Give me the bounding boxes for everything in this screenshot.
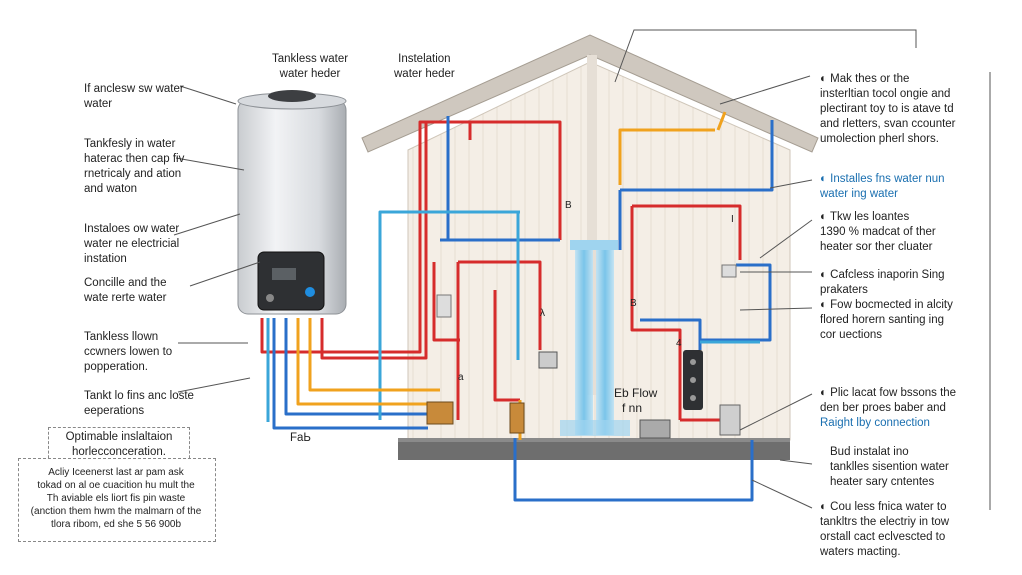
flow-column-left <box>575 245 593 435</box>
right-bullet: ◐ Mak thes or the <box>820 73 910 85</box>
lightblue-pipe-20 <box>378 210 520 420</box>
valve-box-1 <box>436 294 452 318</box>
right-label-2: ◐ Installes fns water nun water ing wate… <box>820 173 945 200</box>
blue-pipe-10 <box>272 318 428 430</box>
red-pipe-7 <box>632 204 742 260</box>
label-installation-heater: Instelation water heder <box>394 53 455 80</box>
leader-line-1 <box>175 157 245 171</box>
flow-base <box>560 420 630 436</box>
red-pipe-6 <box>493 290 520 402</box>
house-foundation <box>398 438 790 460</box>
leader-line-12 <box>779 459 813 465</box>
pump-unit <box>639 419 671 439</box>
blue-pipe-17 <box>640 318 702 350</box>
leader-line-10 <box>739 307 813 311</box>
junction-box <box>719 404 741 436</box>
red-pipe-0 <box>260 120 472 354</box>
right-label-7: Bud instalat ino tanklles sisention wate… <box>830 446 949 488</box>
right-label-6: ◐ Plic lacat fow bssons the den ber proe… <box>820 387 957 429</box>
meter-dot-1 <box>690 359 696 365</box>
heater-cap <box>268 90 316 102</box>
fab-label: FaЬ <box>290 432 311 444</box>
heater-knob-2 <box>266 294 274 302</box>
optimal-insulation-title-box <box>48 427 190 463</box>
leader-line-0 <box>179 85 237 105</box>
red-pipe-3 <box>432 262 460 342</box>
left-label-2: Tankfesly in water haterac then cap fiv … <box>84 138 185 195</box>
optimal-insulation-text: Acliy Iceenerst last ar pam ask tokad on… <box>30 467 202 530</box>
heater-knob <box>305 287 315 297</box>
pipe-label-b2: B <box>630 298 637 309</box>
fixtures <box>426 264 741 439</box>
flow-column-right <box>596 245 614 435</box>
leader-line-8 <box>759 219 813 259</box>
leader-line-7 <box>769 179 813 189</box>
water-flow-column <box>560 240 630 436</box>
blue-pipe-18 <box>513 438 754 502</box>
right-label-1: ◐ Mak thes or the insterltian tocol ongi… <box>820 73 956 145</box>
left-label-4: Concille and the wate rerte water <box>84 277 167 304</box>
leader-line-5 <box>177 377 251 393</box>
pipe-label-i: I <box>731 214 734 225</box>
tankless-water-heater <box>237 90 347 315</box>
leader-lines <box>173 29 991 510</box>
leader-line-14 <box>614 29 917 83</box>
orange-pipe-23 <box>296 318 440 406</box>
optimal-insulation-text-box <box>18 458 216 542</box>
red-pipe-1 <box>320 122 428 360</box>
red-pipe-8 <box>630 206 682 420</box>
orange-pipe-25 <box>618 128 715 185</box>
house-foundation-top <box>398 438 790 442</box>
heater-display <box>272 268 296 280</box>
left-label-5: Tankless llown ccwners lowen to popperat… <box>84 331 173 373</box>
leader-line-11 <box>739 393 813 431</box>
blue-pipe-11 <box>284 318 428 416</box>
right-label-5: ◐ Fow bocmected in alcity flored horern … <box>820 299 953 341</box>
right-label-8: ◐ Cou less fnica water to tankltrs the e… <box>820 501 950 558</box>
optimal-insulation-title: Optimable inslaltaion horlecconceration. <box>65 431 173 458</box>
mixer-unit <box>426 401 454 425</box>
left-label-6: Tankt lo fins anc loste eeperations <box>84 390 194 417</box>
meter-dot-3 <box>690 395 696 401</box>
orange-pipe-27 <box>716 111 727 131</box>
pipe-label-a: a <box>458 372 464 383</box>
pipe-label-b: B <box>565 200 572 211</box>
orange-pipe-24 <box>308 318 440 392</box>
leader-line-3 <box>189 261 261 287</box>
roof-chimney-divider <box>587 55 597 395</box>
left-label-1: If anclesw sw water water <box>84 83 184 110</box>
blue-pipe-14 <box>620 120 774 192</box>
flow-label: Eb Flow f nn <box>614 386 658 415</box>
leader-line-2 <box>173 213 241 236</box>
valve-box-2 <box>538 351 558 369</box>
flow-column-cap <box>570 240 618 250</box>
red-pipe-2 <box>432 120 562 240</box>
right-label-3: ◐ Tkw les loantes 1390 % madcat of ther … <box>820 211 936 253</box>
left-label-3: Instaloes ow water water ne electricial … <box>84 223 180 265</box>
house-roof <box>361 34 819 153</box>
pipe-label-lambda: λ <box>540 308 545 319</box>
leader-line-6 <box>719 75 811 105</box>
red-pipe-5 <box>458 260 542 350</box>
pipe-network <box>260 111 774 502</box>
label-tankless-heater: Tankless water water heder <box>272 53 349 80</box>
sensor-box <box>721 264 737 278</box>
right-label-4: ◐ Cafcless inaporin Sing prakaters <box>820 269 945 296</box>
leader-line-13 <box>751 479 813 509</box>
blue-pipe-16 <box>700 263 772 342</box>
pipe-label-4: 4 <box>676 338 682 349</box>
meter-dot-2 <box>690 377 696 383</box>
mixer-unit-2 <box>509 402 525 434</box>
